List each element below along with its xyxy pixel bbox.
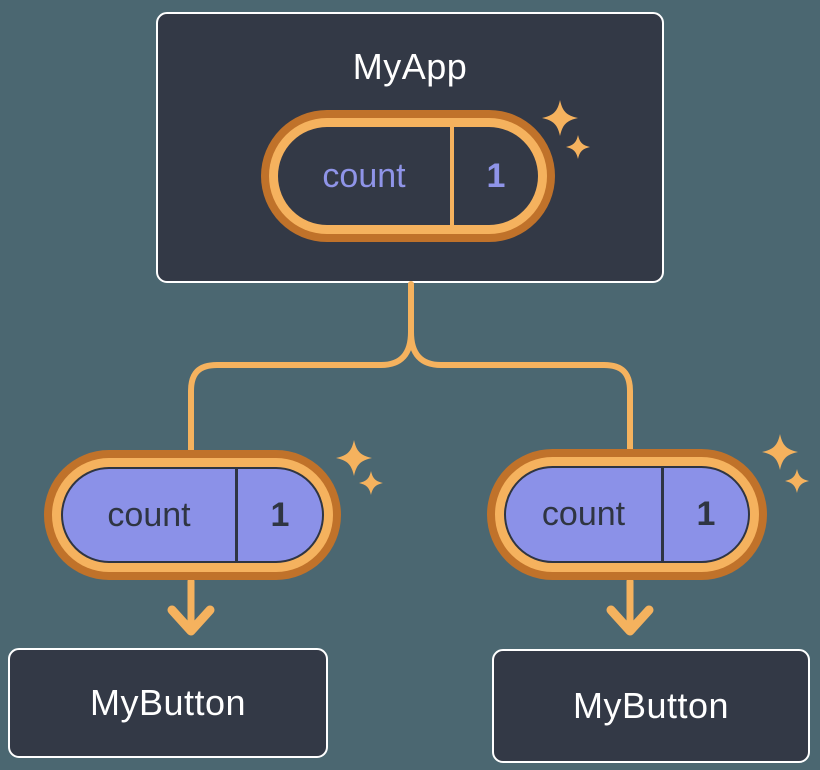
prop-name: count xyxy=(107,495,191,534)
sparkle-icon xyxy=(336,440,383,495)
child-component-title-right: MyButton xyxy=(572,685,730,726)
prop-value: 1 xyxy=(235,469,322,561)
prop-value: 1 xyxy=(661,468,748,561)
child-component-node-left: MyButton xyxy=(8,648,328,758)
child-prop-pill-right: count 1 xyxy=(487,449,767,580)
root-state-pill: count 1 xyxy=(261,110,555,242)
pill-ring: count 1 xyxy=(269,118,547,234)
fork-connector xyxy=(188,281,633,454)
arrow-down-right xyxy=(606,577,654,636)
sparkle-icon xyxy=(762,434,809,493)
child-component-node-right: MyButton xyxy=(492,649,810,763)
state-value: 1 xyxy=(450,127,538,225)
prop-name: count xyxy=(541,495,626,533)
pill-ring: count 1 xyxy=(495,457,759,572)
pill-ring: count 1 xyxy=(52,458,333,572)
child-prop-pill-left: count 1 xyxy=(44,450,341,580)
arrow-down-left xyxy=(167,577,215,636)
state-name: count xyxy=(322,156,406,195)
child-component-title-left: MyButton xyxy=(89,682,247,723)
root-component-title: MyApp xyxy=(352,46,468,87)
